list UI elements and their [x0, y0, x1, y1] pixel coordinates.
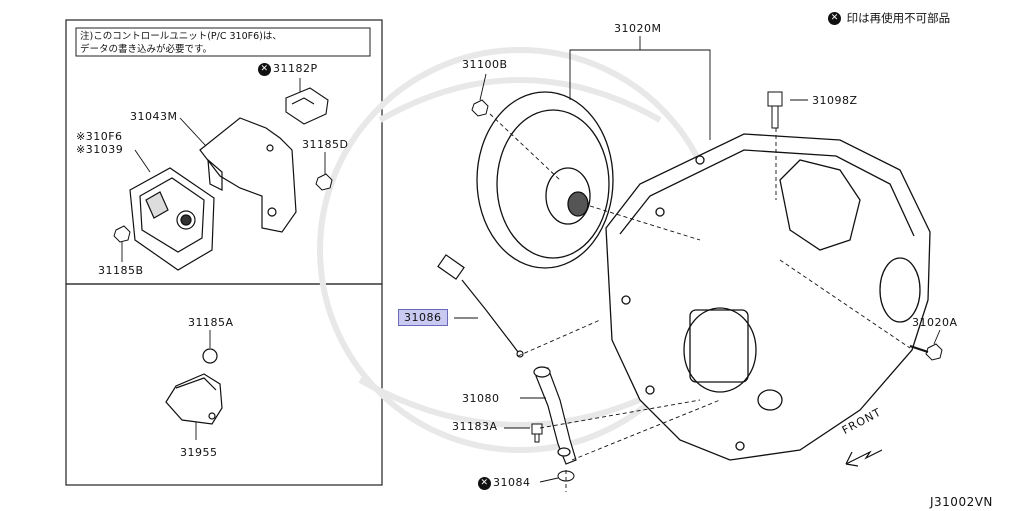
label-31098z[interactable]: 31098Z — [812, 94, 858, 107]
bolt-31185b-drawing — [113, 225, 131, 243]
connector-drawing — [285, 87, 329, 125]
label-31084[interactable]: ✕31084 — [478, 476, 531, 490]
label-31185d[interactable]: 31185D — [302, 138, 349, 151]
label-31020m[interactable]: 31020M — [614, 22, 662, 35]
legend: ✕ 印は再使用不可部品 — [828, 10, 950, 26]
sensor-drawing — [165, 348, 223, 425]
label-31185a[interactable]: 31185A — [188, 316, 234, 329]
control-unit-drawing — [129, 167, 215, 271]
label-31100b[interactable]: 31100B — [462, 58, 508, 71]
programming-note: 注)このコントロールユニット(P/C 310F6)は、 データの書き込みが必要で… — [80, 30, 282, 56]
x-circle-icon: ✕ — [478, 476, 491, 490]
legend-text: 印は再使用不可部品 — [846, 11, 951, 25]
torque-converter-drawing — [476, 91, 614, 269]
label-31043m[interactable]: 31043M — [130, 110, 178, 123]
bolt-31098z-drawing — [767, 91, 783, 129]
dipstick-drawing — [437, 254, 524, 358]
label-31185b[interactable]: 31185B — [98, 264, 144, 277]
label-31955[interactable]: 31955 — [180, 446, 218, 459]
note-line-2: データの書き込みが必要です。 — [80, 44, 213, 55]
bolt-31185d-drawing — [315, 173, 333, 191]
note-line-1: 注)このコントロールユニット(P/C 310F6)は、 — [80, 31, 282, 42]
leader-lines-top — [121, 78, 326, 262]
front-arrow-icon — [845, 449, 883, 467]
label-31182p[interactable]: ✕31182P — [258, 62, 318, 76]
bolt-31183a-drawing — [531, 423, 543, 443]
inset-frame-bottom — [65, 283, 383, 486]
label-31086-highlighted[interactable]: 31086 — [398, 309, 448, 326]
charging-tube-drawing — [533, 366, 577, 465]
nut-31100b-drawing — [471, 99, 489, 117]
diagram-code: J31002VN — [930, 495, 993, 509]
note-box — [75, 27, 371, 57]
label-31080[interactable]: 31080 — [462, 392, 500, 405]
x-circle-icon: ✕ — [258, 62, 271, 76]
bracket-drawing — [199, 117, 297, 233]
label-31183a[interactable]: 31183A — [452, 420, 498, 433]
assembly-lines — [489, 113, 911, 492]
bolt-31020a-drawing — [909, 343, 943, 361]
transmission-case-drawing — [605, 133, 931, 461]
label-31039[interactable]: ※31039 — [76, 143, 124, 156]
label-31020a[interactable]: 31020A — [912, 316, 958, 329]
label-310f6[interactable]: ※310F6 — [76, 130, 123, 143]
x-circle-icon: ✕ — [828, 12, 841, 25]
